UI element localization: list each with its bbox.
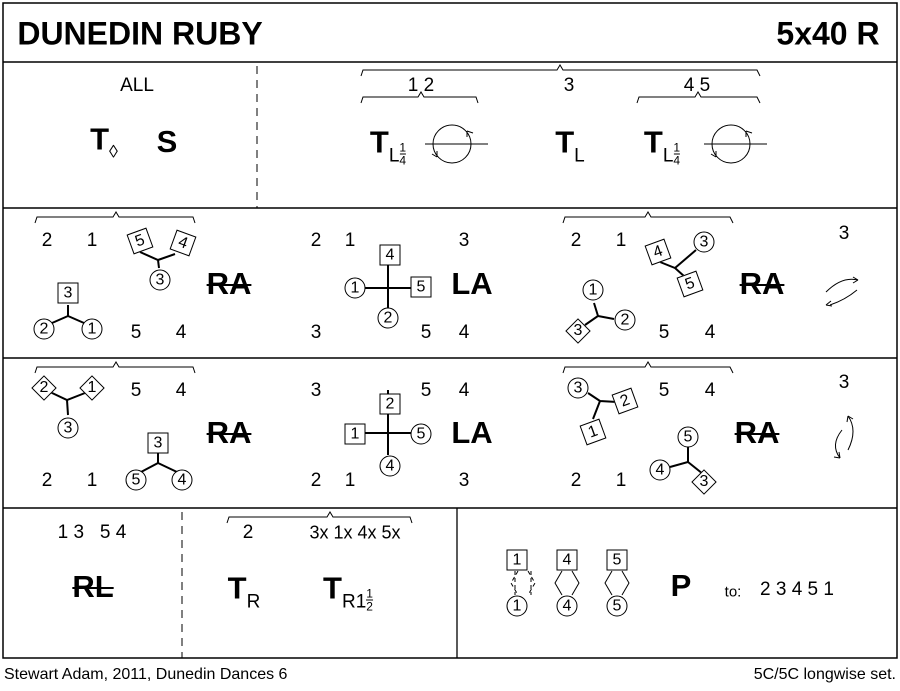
woman-dancer: 1 [582,279,604,301]
group-45: 4 5 [683,75,711,96]
man-dancer: 1 [344,423,366,445]
woman-dancer: 1 [81,318,103,340]
side-dancer-label: 3 [838,223,850,244]
group-2: 2 [242,522,254,543]
woman-dancer: 5 [677,426,699,448]
woman-dancer: 4 [649,459,671,481]
woman-dancer: 1 [506,595,528,617]
position-label: 3 [458,230,470,251]
woman-dancer: 3 [693,231,715,253]
all-label: ALL [120,75,154,96]
position-label: 5 [658,380,670,401]
position-label: 5 [130,322,142,343]
turn-right: TR [227,570,261,613]
position-label: 1 [344,230,356,251]
man-dancer: 2 [379,393,401,415]
woman-dancer: 4 [379,455,401,477]
group-1354: 1 3 5 4 [57,522,127,543]
left-hands-across: LA [451,266,493,301]
promenade: P [670,568,692,603]
to-label: to: [724,583,742,601]
side-dancer-label: 3 [838,372,850,393]
man-dancer: 4 [379,244,401,266]
position-label: 4 [458,322,470,343]
set: S [156,124,178,159]
position-label: 2 [41,230,53,251]
turn-both-hands: T◊ [90,121,118,162]
woman-dancer: 4 [171,469,193,491]
right-hands-across: RA [206,266,252,301]
right-hands-across: RA [206,415,252,450]
position-label: 2 [570,470,582,491]
position-label: 2 [41,470,53,491]
position-label: 3 [458,470,470,491]
position-label: 3 [310,380,322,401]
position-label: 4 [175,322,187,343]
group-crossed: 3x 1x 4x 5x [309,522,401,543]
woman-dancer: 2 [614,309,636,331]
woman-dancer: 3 [57,417,79,439]
position-label: 2 [570,230,582,251]
man-dancer: 3 [57,282,79,304]
position-label: 5 [130,380,142,401]
position-label: 5 [658,322,670,343]
credits: Stewart Adam, 2011, Dunedin Dances 6 [4,666,288,683]
position-label: 4 [175,380,187,401]
position-label: 1 [86,470,98,491]
man-dancer: 4 [556,549,578,571]
woman-dancer: 5 [606,595,628,617]
position-label: 1 [615,230,627,251]
position-label: 3 [310,322,322,343]
position-label: 1 [615,470,627,491]
woman-dancer: 3 [149,269,171,291]
position-label: 4 [704,380,716,401]
position-label: 4 [458,380,470,401]
woman-dancer: 4 [556,595,578,617]
right-hands-across: RA [734,415,780,450]
man-dancer: 5 [410,276,432,298]
reel-of-four: RL [72,569,114,604]
woman-dancer: 2 [377,307,399,329]
woman-dancer: 2 [33,318,55,340]
position-label: 1 [344,470,356,491]
man-dancer: 3 [147,432,169,454]
right-hands-across: RA [739,266,785,301]
dance-title: DUNEDIN RUBY [17,15,263,52]
set-format: 5C/5C longwise set. [753,666,896,683]
position-label: 5 [420,380,432,401]
final-order: 2 3 4 5 1 [760,579,834,600]
woman-dancer: 3 [567,377,589,399]
turn-left: TL [555,124,585,167]
position-label: 4 [704,322,716,343]
woman-dancer: 1 [344,277,366,299]
group-12: 1 2 [407,75,435,96]
woman-dancer: 5 [410,423,432,445]
man-dancer: 1 [506,549,528,571]
position-label: 2 [310,230,322,251]
left-hands-across: LA [451,415,493,450]
position-label: 1 [86,230,98,251]
position-label: 2 [310,470,322,491]
woman-dancer: 5 [125,469,147,491]
man-dancer: 5 [606,549,628,571]
position-label: 5 [420,322,432,343]
dance-format: 5x40 R [776,15,880,52]
group-3: 3 [563,75,575,96]
